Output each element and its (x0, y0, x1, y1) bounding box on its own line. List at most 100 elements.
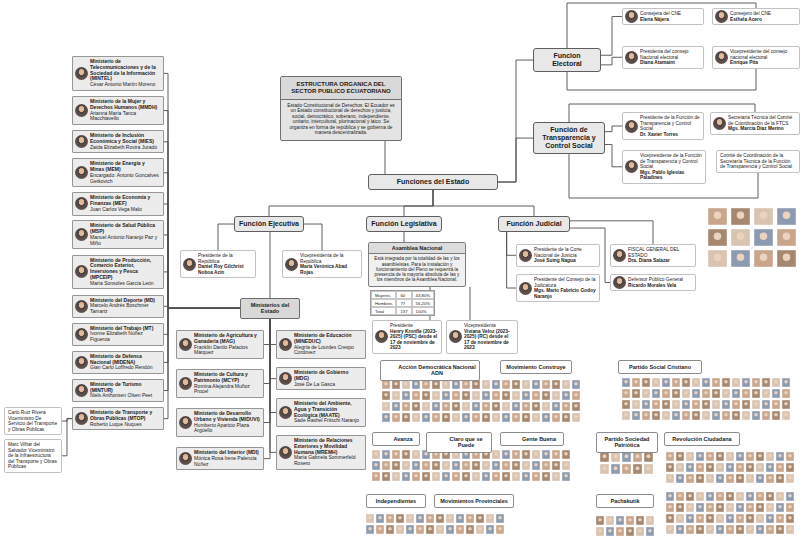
ministry-box: Ministerio de Telecomunicaciones y de la… (72, 56, 164, 91)
portrait-thumb (426, 525, 434, 534)
portrait-thumb (476, 514, 484, 523)
body-text: María Gabriela Sommerfeld Rosero (294, 455, 362, 467)
heading-text: Ministerio de Relaciones Exteriores y Mo… (294, 438, 362, 455)
person-card: Presidente de la RepúblicaDaniel Roy Gil… (180, 250, 256, 278)
portrait-thumb (402, 413, 410, 422)
portrait-thumb (532, 472, 540, 481)
portrait-thumb (562, 472, 570, 481)
portrait-thumb (762, 389, 770, 398)
portrait-thumb (772, 389, 780, 398)
body-text: Dra. Diana Salazar (628, 258, 692, 264)
portrait-thumb (766, 452, 774, 461)
portrait-thumb (562, 402, 570, 411)
portrait-thumb (632, 400, 640, 409)
table-cell: Mujeres (371, 291, 396, 299)
party-logo (503, 433, 515, 445)
portrait-thumb (636, 527, 644, 536)
connector-line (385, 141, 386, 174)
body-text: Encargado: Antonio Goncalves Gerkovich (90, 173, 160, 185)
portrait-thumb (672, 378, 680, 387)
portrait-thumb (696, 452, 704, 461)
portrait-thumb (452, 380, 460, 389)
heading-text: Vicepresidenta de la República (300, 253, 358, 264)
portrait-thumb (676, 492, 684, 501)
portrait-thumb (482, 461, 490, 470)
body-text: Gian Carlo Loffredo Rendón (90, 365, 160, 371)
portrait-thumb (686, 503, 694, 512)
person-card: Vicepresidente del consejo nacional elec… (712, 46, 800, 69)
heading-text: Presidente de la Función de Transparenci… (640, 115, 700, 132)
portrait-thumb (422, 472, 430, 481)
ministry-box: Ministerio de Producción, Comercio Exter… (72, 255, 164, 290)
portrait-thumb (482, 413, 490, 422)
portrait-thumb (392, 402, 400, 411)
portrait-thumb (562, 391, 570, 400)
table-cell: Total (371, 307, 396, 315)
portrait-thumb (472, 413, 480, 422)
portrait-thumb (436, 514, 444, 523)
body-text: Henry Kronfle (2023-2025) (PSC) desde el… (390, 329, 438, 351)
portrait-thumb (386, 514, 394, 523)
portrait-thumb (496, 525, 504, 534)
portrait-thumb (482, 391, 490, 400)
connector-line (498, 60, 533, 182)
portrait-thumb (686, 463, 694, 472)
portrait-thumb (746, 503, 754, 512)
connector-line (498, 138, 533, 182)
portrait-thumb (754, 229, 773, 246)
portrait-thumb (436, 525, 444, 534)
portrait-thumb (552, 413, 560, 422)
portrait-thumb (666, 514, 674, 523)
heading-text: Ministerio de Salud Pública (MSP) (90, 223, 160, 235)
portrait-thumb (708, 250, 727, 267)
heading-text: Presidente del Consejo de la Judicatura (534, 277, 596, 288)
portrait-thumb (752, 400, 760, 409)
portrait-thumb (492, 402, 500, 411)
portrait-thumb (426, 514, 434, 523)
heading-text: Claro que se Puede (444, 436, 488, 449)
portrait-thumb (692, 389, 700, 398)
heading-text: Movimiento Construye (504, 364, 568, 370)
heading-text: Partido Sociedad Patriótica (600, 436, 654, 449)
portrait-thumb (786, 503, 794, 512)
connector-line (62, 419, 72, 456)
portrait-thumb (644, 464, 653, 474)
portrait-thumb (642, 411, 650, 420)
portrait-thumb (552, 450, 560, 459)
portrait-photo (75, 67, 88, 80)
ministry-box: Ministerio de Turismo (MINTUR)Niels Anth… (72, 379, 164, 402)
portrait-thumb (706, 525, 714, 534)
portrait-thumb (542, 472, 550, 481)
heading-text: Secretaria Técnica del Comité de Coordin… (728, 115, 796, 126)
body-text: Mgs. Marcia Díaz Merino (728, 126, 796, 132)
portrait-thumb (746, 525, 754, 534)
portrait-thumb (666, 474, 674, 483)
portrait-thumb (742, 411, 750, 420)
portrait-thumb (412, 391, 420, 400)
portrait-thumb (666, 492, 674, 501)
portrait-thumb (682, 400, 690, 409)
portrait-thumb (502, 413, 510, 422)
body-text: Enrique Pita (730, 60, 796, 66)
portrait-thumb (776, 503, 784, 512)
portrait-thumb (366, 525, 374, 534)
portrait-thumb (492, 450, 500, 459)
portrait-thumb (552, 472, 560, 481)
portrait-thumb (696, 525, 704, 534)
portrait-thumb (746, 514, 754, 523)
portrait-thumb (366, 514, 374, 523)
body-text: Ricardo Morales Vela (628, 283, 692, 289)
portrait-thumb (512, 461, 520, 470)
connector-line (164, 308, 240, 418)
portrait-photo (75, 412, 88, 425)
portrait-photo (625, 160, 638, 173)
portrait-thumb (666, 452, 674, 461)
portrait-thumb (422, 413, 430, 422)
portrait-thumb (442, 413, 450, 422)
party-box: Avanza (372, 432, 420, 446)
party-box: Acción Democrática Nacional ADN (380, 360, 480, 381)
portrait-thumb (486, 514, 494, 523)
portrait-thumb (462, 402, 470, 411)
portrait-thumb (686, 452, 694, 461)
portrait-thumb (600, 452, 609, 462)
